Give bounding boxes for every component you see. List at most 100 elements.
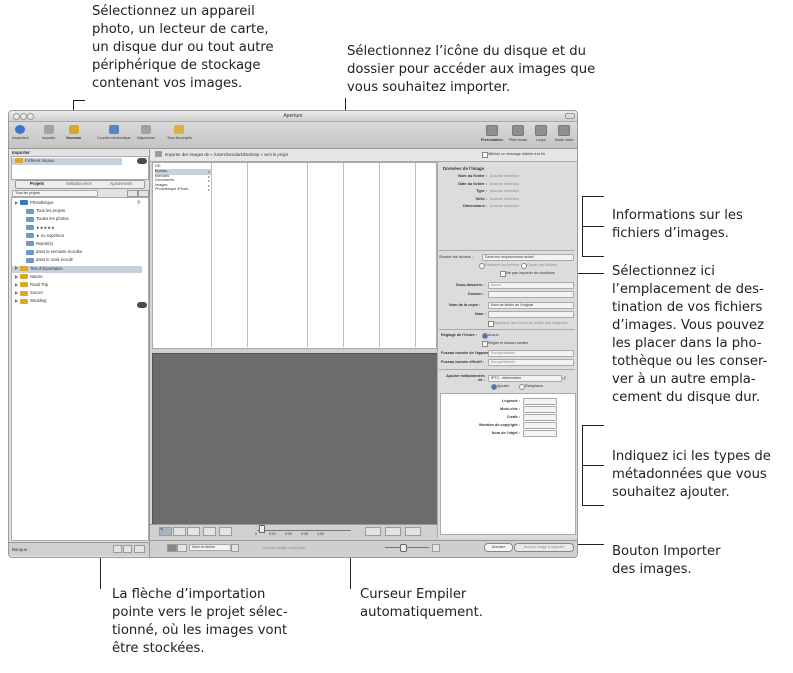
- info-toolbar-button[interactable]: Inspecteur: [12, 125, 29, 140]
- project-filter-select[interactable]: Tous les projets: [12, 190, 98, 197]
- view-toolbar-button[interactable]: Présentation: [481, 125, 503, 142]
- project-list-item[interactable]: dans le mois écoulé: [12, 257, 142, 264]
- project-list-label: dans la semaine écoulée: [36, 249, 83, 255]
- slideshow-toolbar-button[interactable]: Diaporama: [137, 125, 155, 140]
- copy-name-select[interactable]: Nom de fichier de l'original: [488, 302, 574, 309]
- stack-slider-knob[interactable]: [259, 525, 265, 533]
- metadata-preset-value: IPTC - élémentaire: [491, 376, 522, 380]
- metadata-add-radio[interactable]: [491, 384, 497, 390]
- project-list-item[interactable]: Test d'importation: [12, 265, 142, 273]
- disclosure-triangle-icon[interactable]: [15, 291, 18, 296]
- close-button[interactable]: [13, 113, 20, 120]
- project-list-item[interactable]: Toutes les photos: [12, 216, 142, 223]
- actual-tz-select[interactable]: Europe/Madrid: [488, 359, 574, 366]
- projects-toolbar-button[interactable]: Tous les projets: [167, 125, 192, 140]
- grid-view-button[interactable]: [167, 544, 177, 552]
- alert-checkbox[interactable]: [482, 152, 488, 158]
- project-list-item[interactable]: Rejeté(s): [12, 241, 142, 248]
- vault-add-button[interactable]: [123, 545, 132, 553]
- metadata-field-input[interactable]: [523, 414, 557, 421]
- subfolder-select[interactable]: Aucun: [488, 282, 574, 289]
- disclosure-triangle-icon[interactable]: [15, 282, 18, 287]
- import-images-button[interactable]: Aucune image à importer: [514, 543, 574, 552]
- project-list-item[interactable]: Nature: [12, 274, 142, 281]
- tab-adjustments[interactable]: Ajustements: [109, 181, 133, 186]
- metadata-field-input[interactable]: [523, 398, 557, 405]
- column-item[interactable]: HD: [155, 164, 211, 168]
- metadata-preset-select[interactable]: IPTC - élémentaire: [488, 375, 562, 382]
- name-field[interactable]: [488, 311, 574, 318]
- thumb-size-knob[interactable]: [400, 544, 407, 552]
- sort-select[interactable]: Nom du fichier: [189, 544, 231, 551]
- project-list-label: Photothèque: [30, 200, 54, 205]
- column-item[interactable]: Photothèque iPhoto▸: [155, 187, 211, 192]
- zoom-button[interactable]: [27, 113, 34, 120]
- column-item[interactable]: Documents▸: [155, 178, 211, 183]
- search-icon[interactable]: ⚲: [137, 200, 141, 206]
- loupe-toolbar-button[interactable]: Loupe: [535, 125, 547, 142]
- project-list-item[interactable]: Wedding: [12, 298, 142, 305]
- callout-import-arrow: La flèche d’importation pointe vers le p…: [112, 587, 288, 656]
- list-view-button[interactable]: [177, 544, 187, 552]
- move-files-radio[interactable]: [479, 263, 485, 269]
- stack-slider-track[interactable]: [257, 530, 351, 531]
- time-none-radio[interactable]: [482, 333, 488, 339]
- add-project-button[interactable]: [127, 190, 138, 197]
- project-list-item[interactable]: Photothèque: [12, 200, 142, 207]
- store-files-select[interactable]: Dans leur emplacement actuel: [482, 254, 574, 261]
- new-toolbar-button[interactable]: Nouveau: [66, 125, 81, 140]
- folder-field[interactable]: [488, 291, 574, 298]
- project-list-item[interactable]: ★ ou supérieur: [12, 233, 142, 240]
- vault-sync-button[interactable]: [113, 545, 122, 553]
- viewer-tool-button[interactable]: [385, 527, 401, 536]
- project-list-item[interactable]: Road Trip: [12, 282, 142, 289]
- metadata-field-input[interactable]: [523, 406, 557, 413]
- thumb-size-track[interactable]: [385, 547, 429, 548]
- loupe-icon: [535, 125, 547, 136]
- smart-album-icon: [26, 224, 34, 230]
- metadata-field-input[interactable]: [523, 430, 557, 437]
- project-list-item[interactable]: ★★★★★: [12, 225, 142, 232]
- disclosure-triangle-icon[interactable]: [15, 274, 18, 279]
- metadata-rotate-icon[interactable]: ↺: [562, 376, 567, 382]
- metadata-replace-radio[interactable]: [519, 384, 525, 390]
- column-item[interactable]: Images▸: [155, 183, 211, 188]
- no-duplicates-checkbox[interactable]: [500, 271, 506, 277]
- tab-projects[interactable]: Projets: [29, 181, 45, 186]
- sort-direction-button[interactable]: [231, 544, 239, 552]
- project-list-label: dans le mois écoulé: [36, 257, 74, 263]
- project-list-item[interactable]: dans la semaine écoulée: [12, 249, 142, 256]
- disclosure-triangle-icon[interactable]: [15, 299, 18, 304]
- metadata-field-input[interactable]: [523, 422, 557, 429]
- viewer-tool-button[interactable]: [173, 527, 186, 536]
- viewer-tool-button[interactable]: [219, 527, 232, 536]
- viewer-tool-button[interactable]: [159, 527, 172, 536]
- column-item[interactable]: Bureau▸: [155, 169, 211, 174]
- viewer-tool-button[interactable]: [365, 527, 381, 536]
- viewer-tool-button[interactable]: [187, 527, 200, 536]
- project-list-item[interactable]: Tous les projets: [12, 208, 142, 215]
- cancel-button[interactable]: Annuler: [484, 543, 513, 552]
- vault-action-button[interactable]: [134, 545, 145, 553]
- adjust-tz-checkbox[interactable]: [482, 341, 488, 347]
- fullscreen-toolbar-button[interactable]: Plein écran: [509, 125, 527, 142]
- viewer-tool-button[interactable]: [405, 527, 421, 536]
- toolbar-toggle-button[interactable]: [565, 113, 575, 119]
- viewer-tool-button[interactable]: [203, 527, 216, 536]
- import-toolbar-button[interactable]: Importer: [42, 125, 55, 140]
- disclosure-triangle-icon[interactable]: [15, 200, 18, 205]
- video-toolbar-button[interactable]: Mode vidéo: [555, 125, 574, 142]
- action-menu-button[interactable]: [138, 190, 149, 197]
- disclosure-triangle-icon[interactable]: [15, 266, 18, 271]
- minimize-button[interactable]: [20, 113, 27, 120]
- project-list-item[interactable]: Soccer: [12, 290, 142, 297]
- column-item[interactable]: tomclark▸: [155, 174, 211, 179]
- import-arrow-top: [137, 158, 147, 164]
- camera-tz-select[interactable]: Europe/Madrid: [488, 350, 574, 357]
- source-item-local-files[interactable]: Fichiers locaux: [12, 158, 122, 165]
- email-toolbar-button[interactable]: Courrier électronique: [97, 125, 131, 140]
- tab-metadata[interactable]: Métadonnées: [66, 181, 92, 186]
- copy-files-radio[interactable]: [521, 263, 527, 269]
- apply-names-checkbox[interactable]: [488, 321, 494, 327]
- smart-album-icon: [26, 249, 34, 255]
